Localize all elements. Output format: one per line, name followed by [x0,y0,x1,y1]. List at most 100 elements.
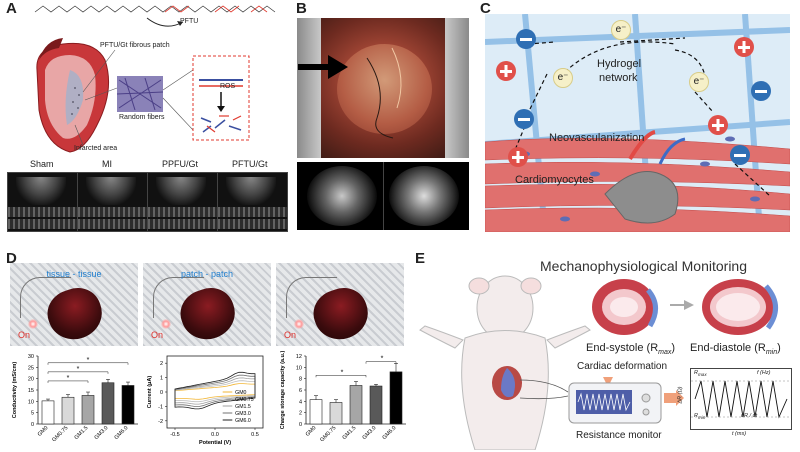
negative-charge-icon [751,81,771,101]
y-tick-label: 6 [299,388,302,394]
resistance-monitor-device [568,382,662,424]
legend-label: GM0 [235,390,246,396]
x-tick-label: GM0 [37,425,50,438]
mri-images [297,162,469,230]
hydrogel-label: Hydrogel [597,58,642,70]
delta-r-axis-label: ΔR (Ω) [677,386,684,404]
end-diastole-label: End-diastole (Rmin) [690,342,781,357]
legend-label: GM0.75 [235,397,254,403]
arrow-right-icon [670,300,694,310]
legend-label: GM1.5 [235,404,251,410]
y-tick-label: 20 [28,377,34,383]
y-tick-label: 12 [296,354,302,360]
panel-letter-d: D [6,250,17,267]
x-tick-label: GM3.0 [93,425,109,441]
bar [41,400,55,425]
sig-marker: * [67,375,70,382]
echo-image-sham [7,172,78,232]
bar [349,385,363,425]
x-tick-label: GM3.0 [361,425,377,441]
sig-bracket [47,380,89,383]
photo-tissue-tissue: tissue - tissue On [10,263,138,346]
y-tick-label: 10 [28,399,34,405]
chemical-structure [34,5,276,13]
y-tick-label: 5 [31,411,34,417]
bar [61,396,75,425]
echo-label-sham: Sham [30,159,54,169]
x-tick-label: 0.0 [211,432,219,438]
y-tick-label: 0 [299,422,302,428]
random-fibers-label: Random fibers [119,114,165,121]
bar [121,385,135,425]
bar [81,395,95,425]
echo-label-ppfu: PPFU/Gt [162,159,199,169]
patch-label: PFTU/Gt fibrous patch [100,42,170,49]
x-axis-label: Potential (V) [199,440,231,446]
on-label: On [18,330,31,340]
resistance-graph: Rmax Rmin f (Hz) dR / dt [690,368,792,430]
photo-label: tissue - tissue [46,269,102,279]
x-tick-label: GM0.75 [319,425,337,443]
y-tick-label: 30 [28,354,34,360]
positive-charge-icon [496,61,516,81]
x-tick-label: GM0 [305,425,318,438]
photo-patch-patch-1: patch - patch On [143,263,271,346]
bar [329,402,343,425]
panel-letter-a: A [6,0,17,17]
pftu-label: PFTU [180,18,199,25]
echo-image-mi [77,172,148,232]
y-tick-label: 15 [28,388,34,394]
end-diastole-heart [702,279,778,335]
y-tick-label: 25 [28,365,34,371]
electron-icon: e⁻ [553,68,573,88]
ros-label: ROS [220,83,236,90]
electron-icon: e⁻ [611,20,631,40]
photo-label: patch - patch [180,269,234,279]
x-tick-label: GM0.75 [51,425,69,443]
arrow-icon [298,55,348,79]
y-tick-label: 10 [296,365,302,371]
resistance-monitor-label: Resistance monitor [576,430,662,441]
echo-label-pftu: PFTU/Gt [232,159,268,169]
cardiac-deformation-label: Cardiac deformation [577,361,668,372]
y-tick-label: 2 [160,361,163,367]
rmax-label: Rmax [694,370,707,378]
positive-charge-icon [508,147,528,167]
cable-lines [520,379,569,400]
neovascularization-label: Neovasculanization [549,132,645,144]
positive-charge-icon [734,37,754,57]
electron-icon: e⁻ [689,72,709,92]
x-tick-label: GM6.0 [381,425,397,441]
bar [369,385,383,425]
legend-label: GM3.0 [235,411,251,417]
y-tick-label: -2 [158,419,163,425]
panel-letter-b: B [296,0,307,17]
x-tick-label: GM6.0 [113,425,129,441]
negative-charge-icon [514,109,534,129]
y-tick-label: 2 [299,411,302,417]
time-axis-label: t (ms) [732,431,747,437]
bar [389,371,403,425]
y-axis-label: Charge storage capacity (a.u.) [280,351,286,430]
panel-letter-c: C [480,0,491,17]
y-tick-label: -1 [158,404,163,410]
surgical-photo [297,18,469,158]
rmin-label: Rmin [694,413,706,421]
bar [101,382,115,425]
on-label: On [151,330,164,340]
derivative-label: dR / dt [741,413,758,419]
end-systole-label: End-systole (Rmax) [586,342,676,357]
positive-charge-icon [708,115,728,135]
y-tick-label: 0 [160,390,163,396]
echo-label-mi: MI [102,159,112,169]
on-label: On [284,330,297,340]
y-axis-label: Conductivity (mS/cm) [12,362,18,419]
cardiomyocytes-label: Cardiomyocytes [515,174,594,186]
y-axis-label: Current (μA) [147,376,153,409]
bar [309,399,323,425]
y-tick-label: 0 [31,422,34,428]
arrow-down-icon [603,377,613,387]
